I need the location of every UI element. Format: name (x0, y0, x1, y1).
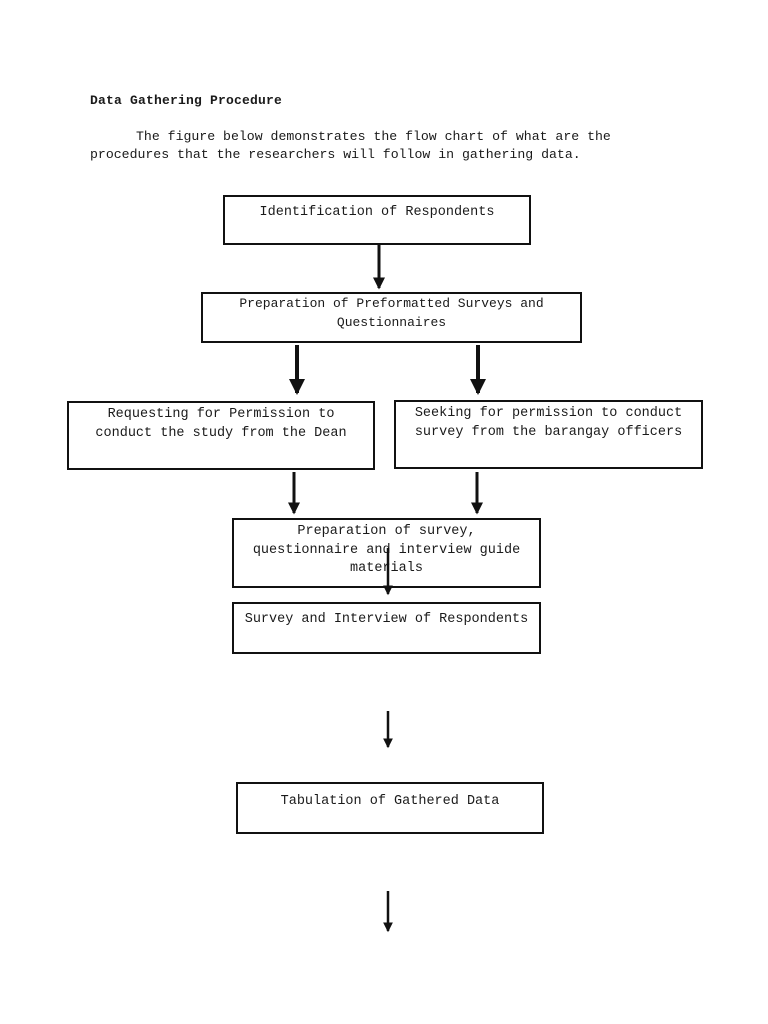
flow-node-label: Requesting for Permission to conduct the… (95, 407, 347, 441)
flow-node-label: Identification of Respondents (259, 205, 495, 220)
flow-node-label: Survey and Interview of Respondents (244, 612, 529, 627)
flow-node-identification: Identification of Respondents (223, 195, 531, 245)
flow-node-survey-interview: Survey and Interview of Respondents (232, 602, 541, 654)
flow-node-permission-barangay: Seeking for permission to conduct survey… (394, 400, 703, 469)
flow-node-tabulation: Tabulation of Gathered Data (236, 782, 544, 834)
intro-text: The figure below demonstrates the flow c… (90, 129, 611, 162)
section-heading: Data Gathering Procedure (90, 93, 283, 108)
flow-node-permission-dean: Requesting for Permission to conduct the… (67, 401, 375, 470)
flow-node-label: Seeking for permission to conduct survey… (414, 406, 683, 440)
flow-node-materials-preparation: Preparation of survey, questionnaire and… (232, 518, 541, 588)
intro-paragraph: The figure below demonstrates the flow c… (90, 128, 680, 163)
flow-node-label: Preparation of Preformatted Surveys and … (239, 296, 544, 330)
flow-node-label: Tabulation of Gathered Data (280, 794, 500, 809)
flow-node-label: Preparation of survey, questionnaire and… (252, 524, 521, 576)
flow-node-preformatted-surveys: Preparation of Preformatted Surveys and … (201, 292, 582, 343)
